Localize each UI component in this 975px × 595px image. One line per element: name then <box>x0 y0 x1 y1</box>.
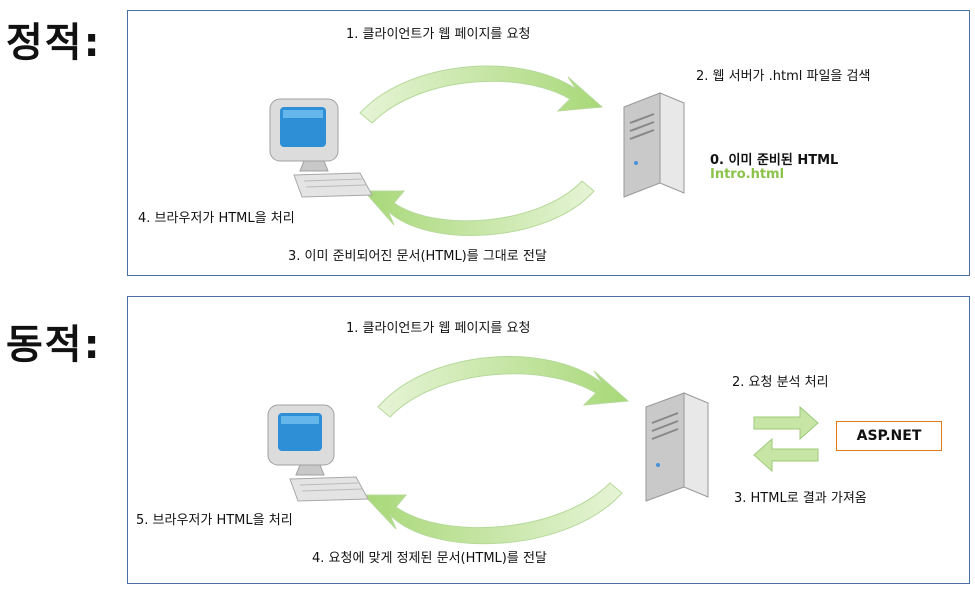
dynamic-step-2: 2. 요청 분석 처리 <box>732 375 829 390</box>
dynamic-step-1: 1. 클라이언트가 웹 페이지를 요청 <box>346 321 531 336</box>
static-step-2: 2. 웹 서버가 .html 파일을 검색 <box>696 69 871 84</box>
static-step-1: 1. 클라이언트가 웹 페이지를 요청 <box>346 27 531 42</box>
static-panel: 1. 클라이언트가 웹 페이지를 요청 2. 웹 서버가 .html 파일을 검… <box>127 10 970 276</box>
response-arrow <box>362 482 623 545</box>
exchange-arrows <box>753 405 819 473</box>
static-diagram <box>269 65 685 236</box>
dynamic-step-5: 5. 브라우저가 HTML을 처리 <box>136 513 293 528</box>
static-file-name: Intro.html <box>710 167 785 182</box>
asp-net-box: ASP.NET <box>836 421 942 451</box>
web-server-icon <box>645 392 709 502</box>
static-step-3: 3. 이미 준비되어진 문서(HTML)를 그대로 전달 <box>288 249 547 264</box>
request-arrow <box>359 65 604 124</box>
static-step-0: 0. 이미 준비된 HTML <box>710 153 839 168</box>
static-heading: 정적: <box>6 20 102 66</box>
dynamic-panel: 1. 클라이언트가 웹 페이지를 요청 2. 요청 분석 처리 ASP.NET … <box>127 296 970 584</box>
web-server-icon <box>623 92 685 198</box>
dynamic-step-3: 3. HTML로 결과 가져옴 <box>734 491 867 506</box>
request-arrow <box>377 356 630 418</box>
arrow-left <box>753 437 819 473</box>
client-computer-icon <box>269 98 373 198</box>
dynamic-heading: 동적: <box>6 322 102 368</box>
client-computer-icon <box>267 404 369 502</box>
dynamic-step-4: 4. 요청에 맞게 정제된 문서(HTML)를 전달 <box>312 551 547 566</box>
dynamic-diagram <box>267 356 819 545</box>
response-arrow <box>362 180 595 236</box>
static-step-4: 4. 브라우저가 HTML을 처리 <box>138 211 295 226</box>
arrow-right <box>753 405 819 441</box>
